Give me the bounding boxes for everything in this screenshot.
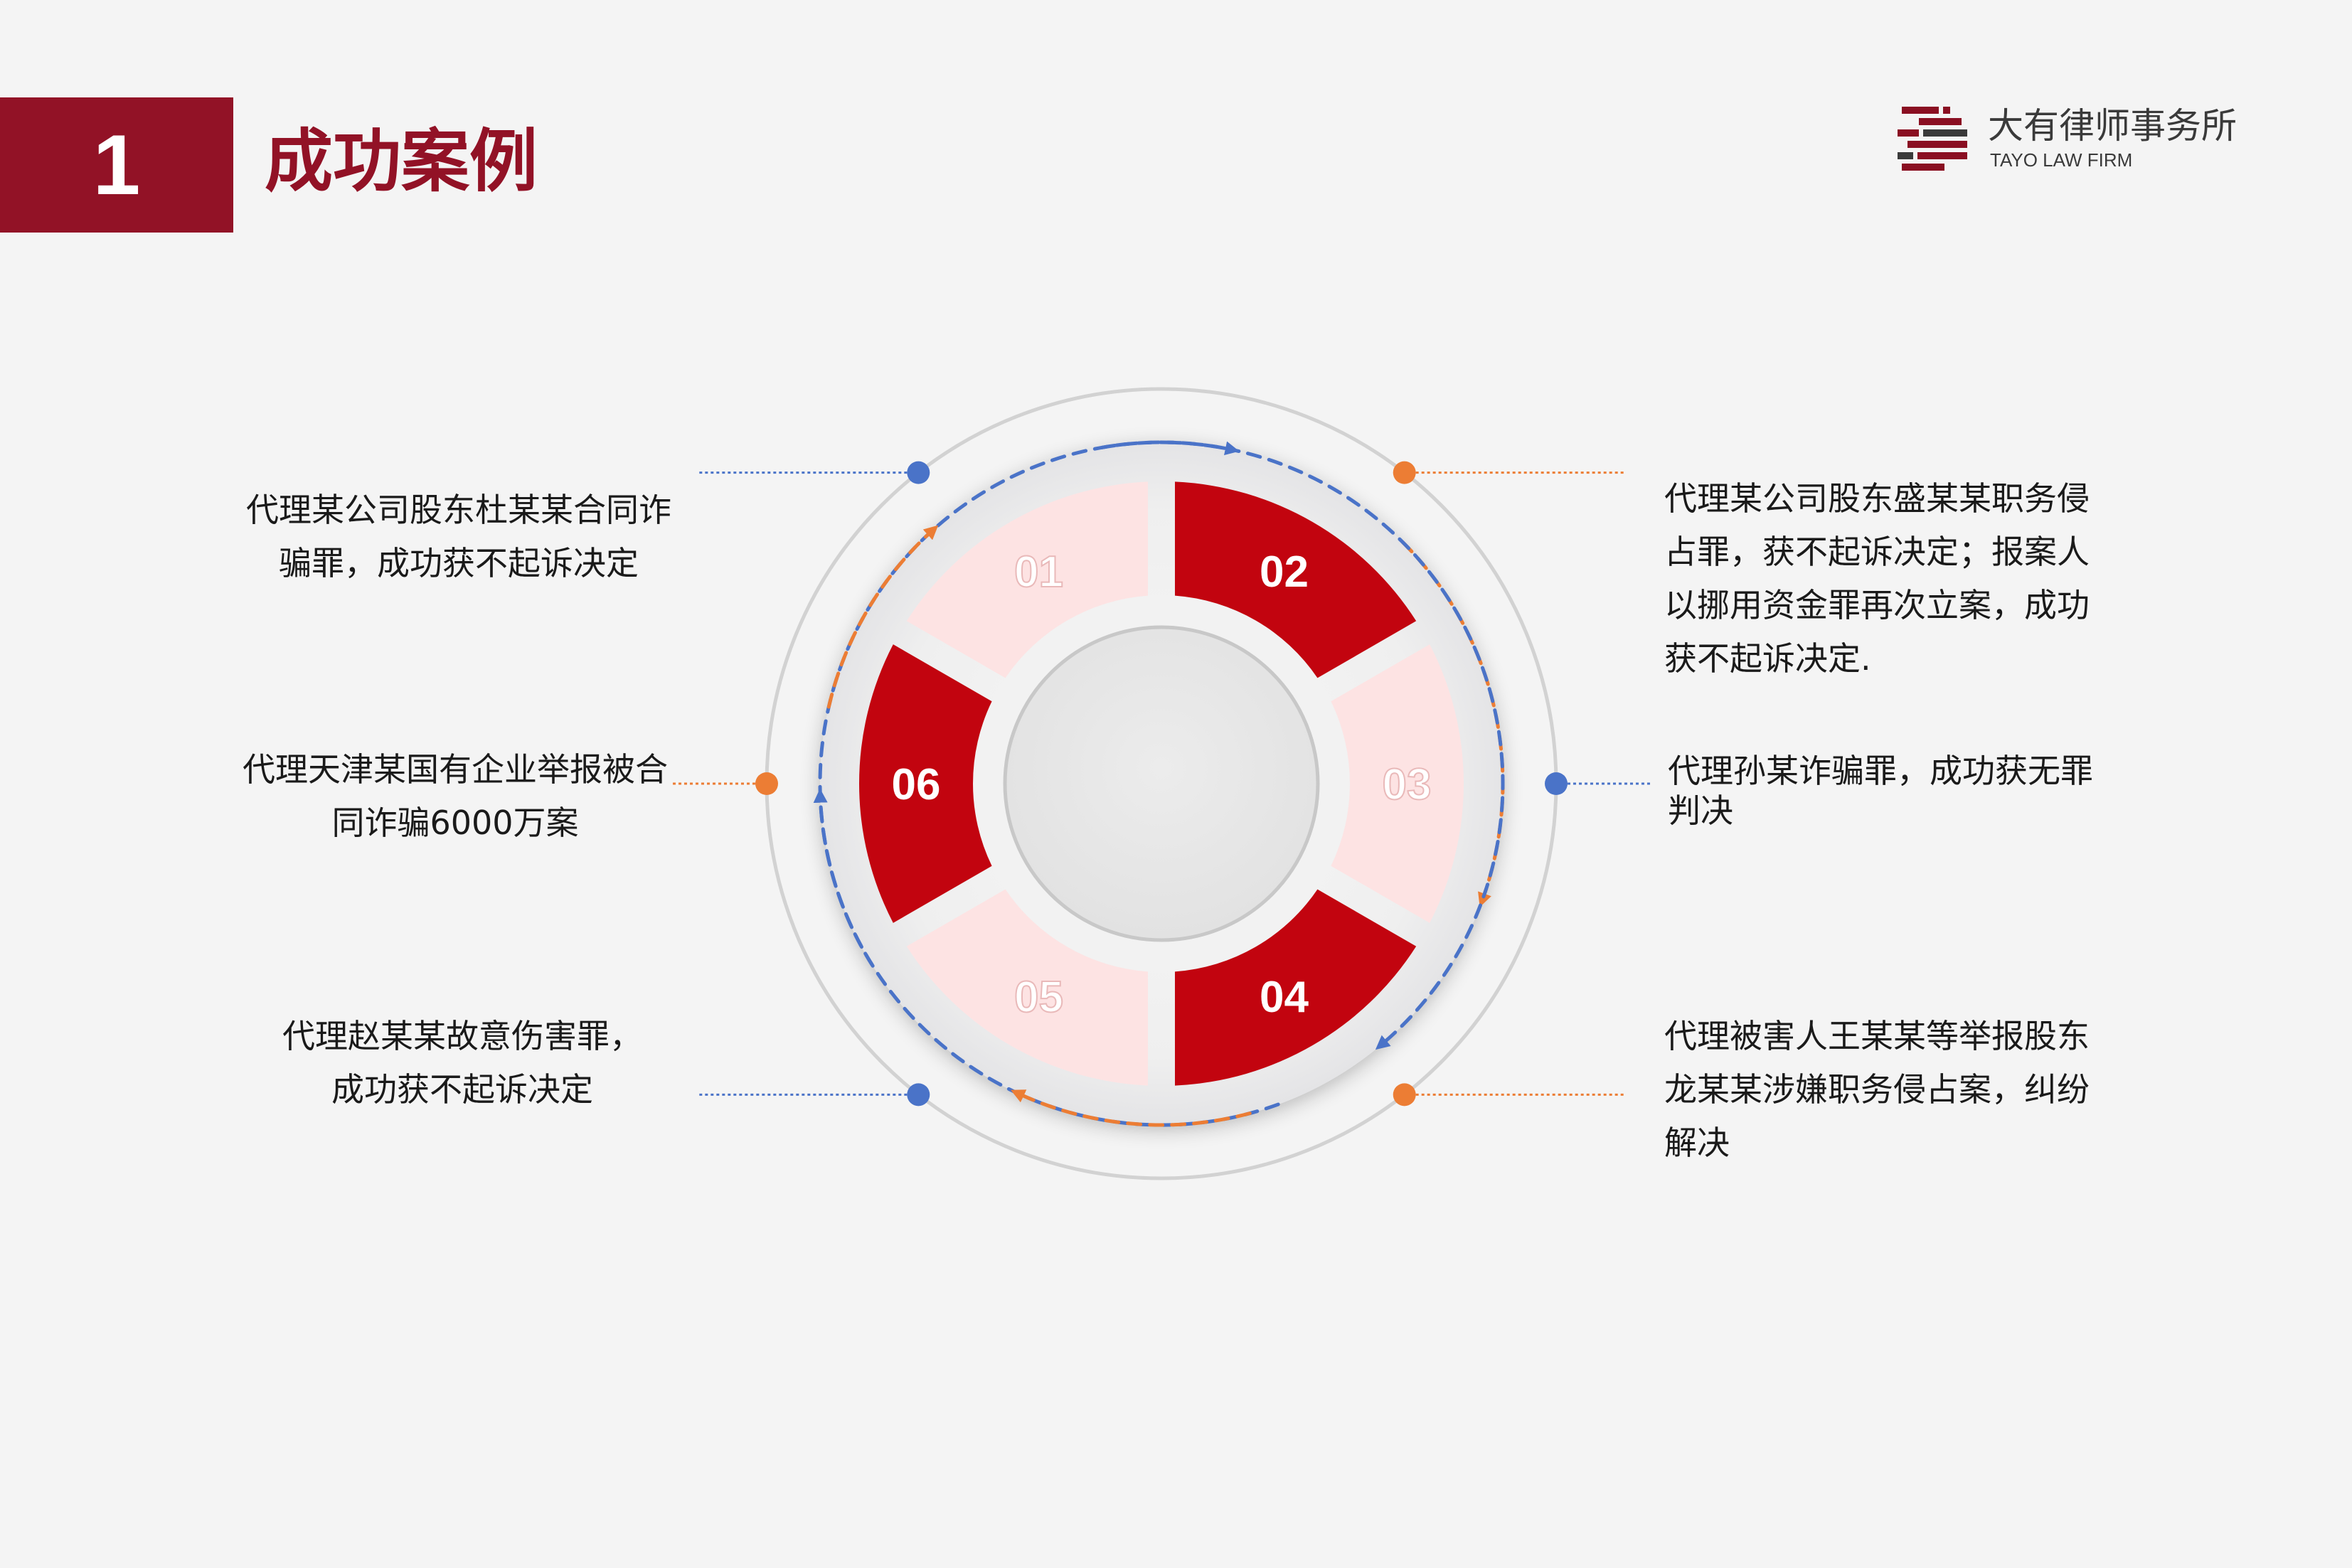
case-text-02: 代理某公司股东盛某某职务侵 占罪，获不起诉决定；报案人 以挪用资金罪再次立案，成… — [1664, 472, 2148, 686]
case-text-05-line-1: 代理赵某某故意伤害罪， — [282, 1017, 642, 1055]
tayo-logo-icon — [1898, 107, 1967, 171]
case-text-03: 代理孙某诈骗罪，成功获无罪 判决 — [1668, 751, 2151, 831]
logo-name: 大有律师事务所 — [1988, 105, 2237, 146]
case-text-03-line-1: 代理孙某诈骗罪，成功获无罪 — [1668, 752, 2093, 790]
cycle-segment-label-03: 03 — [1383, 760, 1432, 809]
inner-ring — [1003, 625, 1320, 942]
connector-dot-04 — [1393, 1083, 1416, 1106]
flow-arrow-06-01 — [826, 525, 939, 709]
cycle-segment-label-02: 02 — [1260, 548, 1309, 597]
case-text-04-line-2: 龙某某涉嫌职务侵占案，纠纷 — [1664, 1070, 2090, 1109]
cycle-segment-06 — [858, 644, 992, 923]
case-text-01-line-1: 代理某公司股东杜某某合同诈 — [246, 491, 671, 529]
logo: 大有律师事务所 TAYO LAW FIRM — [1898, 101, 2239, 186]
connector-dot-06 — [755, 772, 778, 795]
cycle-segment-03 — [1331, 644, 1464, 923]
case-text-02-line-3: 以挪用资金罪再次立案，成功 — [1664, 586, 2090, 624]
flow-arrow-layer — [813, 440, 1505, 1127]
cycle-segment-05 — [906, 889, 1149, 1086]
page-title: 成功案例 — [265, 122, 538, 201]
connector-dot-05 — [907, 1083, 930, 1106]
connector-dot-02 — [1393, 461, 1416, 484]
case-text-05-line-2: 成功获不起诉决定 — [331, 1070, 593, 1109]
case-text-06-line-1: 代理天津某国有企业举报被合 — [243, 750, 668, 789]
segment-layer: 01 02 03 04 05 06 — [858, 481, 1464, 1086]
case-text-01: 代理某公司股东杜某某合同诈 骗罪，成功获不起诉决定 — [228, 484, 690, 590]
case-text-03-line-2: 判决 — [1668, 791, 1733, 830]
case-text-01-line-2: 骗罪，成功获不起诉决定 — [279, 544, 639, 582]
cycle-segment-02 — [1174, 481, 1417, 678]
case-text-04: 代理被害人王某某等举报股东 龙某某涉嫌职务侵占案，纠纷 解决 — [1664, 1010, 2148, 1170]
case-text-02-line-4: 获不起诉决定. — [1664, 639, 1871, 678]
cycle-segment-01 — [906, 481, 1149, 678]
case-text-04-line-1: 代理被害人王某某等举报股东 — [1664, 1017, 2090, 1055]
case-text-04-line-3: 解决 — [1664, 1124, 1730, 1162]
section-number: 1 — [92, 117, 141, 213]
connector-dot-01 — [907, 461, 930, 484]
flow-arrow-04-05 — [1011, 1089, 1252, 1127]
case-text-06: 代理天津某国有企业举报被合 同诈骗6000万案 — [213, 743, 697, 850]
case-text-02-line-2: 占罪，获不起诉决定；报案人 — [1664, 533, 2090, 571]
cycle-segment-label-06: 06 — [892, 760, 941, 809]
cycle-segment-label-05: 05 — [1014, 973, 1063, 1022]
connector-dot-03 — [1545, 772, 1568, 795]
case-text-06-line-2: 同诈骗6000万案 — [331, 804, 579, 842]
case-text-02-line-1: 代理某公司股东盛某某职务侵 — [1664, 479, 2090, 518]
cycle-segment-label-04: 04 — [1260, 973, 1309, 1022]
logo-subtitle: TAYO LAW FIRM — [1990, 149, 2133, 171]
case-text-05: 代理赵某某故意伤害罪， 成功获不起诉决定 — [213, 1010, 711, 1116]
section-number-block: 1 — [0, 97, 233, 233]
flow-arrow-03-04 — [818, 440, 1505, 1127]
cycle-segment-label-01: 01 — [1014, 548, 1063, 597]
cycle-segment-04 — [1174, 889, 1417, 1086]
flow-arrow-05-06 — [813, 788, 874, 966]
connector-layer — [673, 461, 1650, 1106]
